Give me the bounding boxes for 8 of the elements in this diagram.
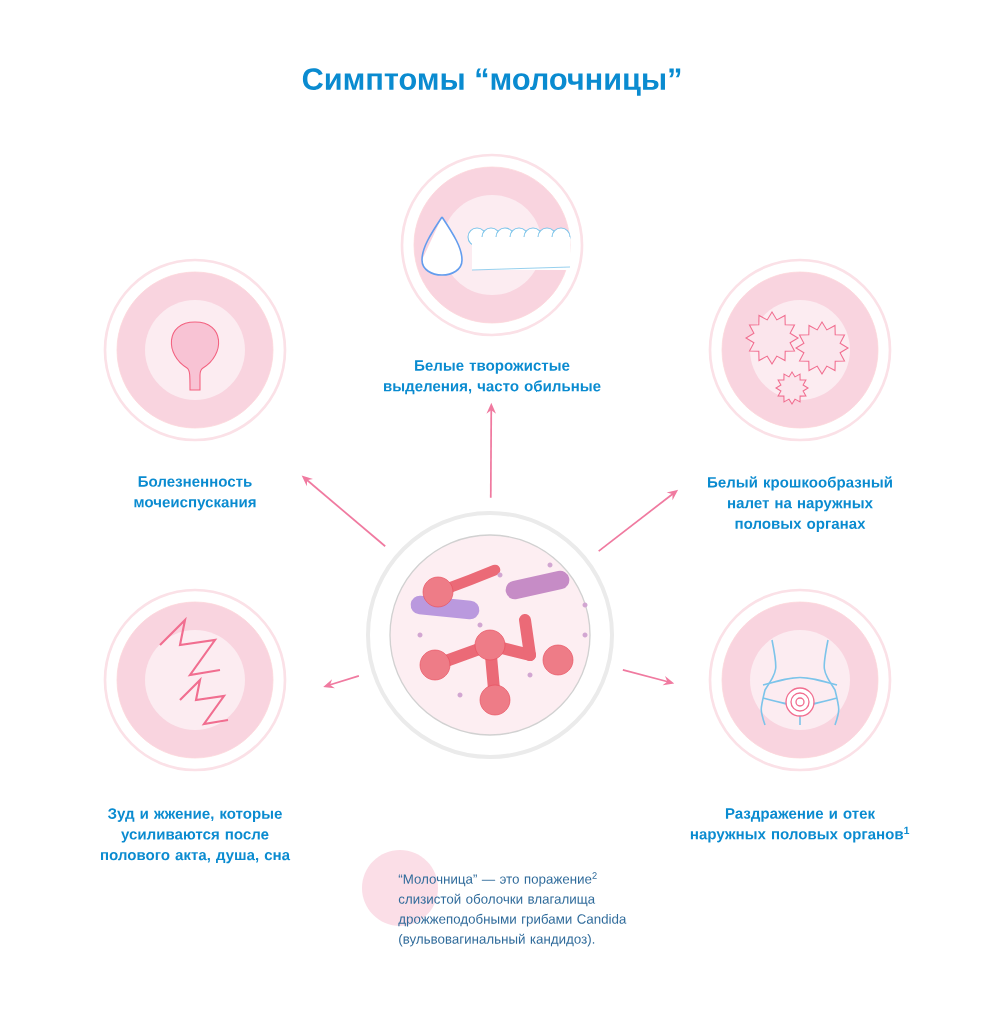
symptom-label: Раздражение и отек наружных половых органов$^{1}$ xyxy=(690,808,910,843)
symptom-label: Белый крошкообразный налет на наружных половых органах xyxy=(708,476,892,532)
symptom-label: Белые творожистые выделения, часто обильные xyxy=(384,360,601,395)
symptom-label: Болезненность мочеиспускания xyxy=(134,476,256,511)
footnote-text: “Молочница” — это поражение$^{2}$ слизистой оболочки влагалища дрожжеподобными грибами Candida (вульвовагинальный кандидоз). xyxy=(398,872,627,947)
title: Симптомы “молочницы” xyxy=(302,68,681,96)
microscope-drawing xyxy=(366,511,614,759)
symptom-label: Зуд и жжение, которые усиливаются после полового акта, душа, сна xyxy=(101,808,291,864)
